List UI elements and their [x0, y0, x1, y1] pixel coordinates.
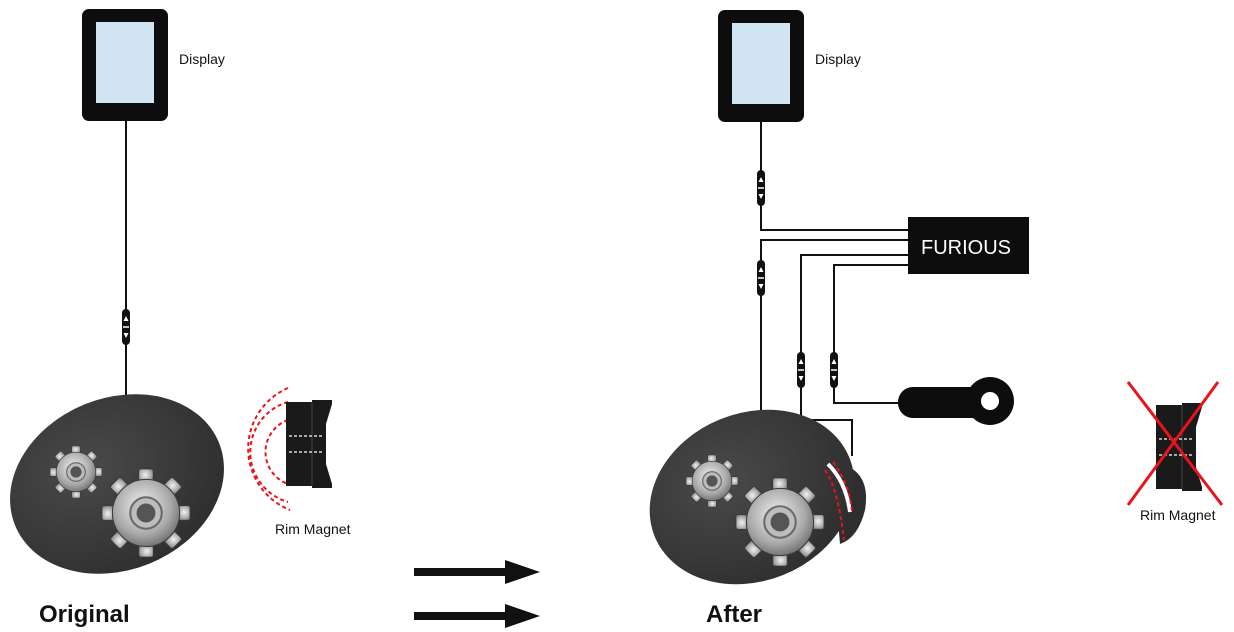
display-device	[718, 10, 804, 122]
display-device	[82, 9, 168, 121]
after-diagram: Display FURIOUS	[649, 10, 1224, 628]
furious-module: FURIOUS	[908, 217, 1029, 274]
magnet-label: Rim Magnet	[1140, 507, 1216, 523]
display-label: Display	[815, 51, 861, 67]
motor	[10, 394, 224, 574]
transition-arrows	[414, 560, 540, 628]
connector-icon	[829, 351, 839, 389]
connector-icon	[121, 308, 131, 346]
furious-label: FURIOUS	[921, 237, 1011, 259]
gear-icon	[100, 467, 192, 559]
original-title: Original	[39, 601, 130, 628]
key-sensor	[898, 377, 1014, 425]
arrow-right-icon	[414, 560, 540, 584]
connector-icon	[796, 351, 806, 389]
magnet-label: Rim Magnet	[275, 521, 351, 537]
connector-icon	[756, 169, 766, 207]
arrow-right-icon	[414, 604, 540, 628]
gear-icon	[49, 445, 103, 499]
connector-icon	[756, 259, 766, 297]
gear-icon	[734, 476, 826, 568]
original-diagram: Display Rim Magnet Original	[10, 9, 351, 628]
after-title: After	[706, 601, 762, 628]
wiring	[760, 122, 908, 456]
magnet-signal-waves	[247, 387, 291, 511]
display-label: Display	[179, 51, 225, 67]
magnet-icon	[285, 399, 333, 489]
gear-icon	[685, 454, 739, 508]
cross-icon	[1126, 381, 1224, 506]
motor	[649, 409, 867, 585]
